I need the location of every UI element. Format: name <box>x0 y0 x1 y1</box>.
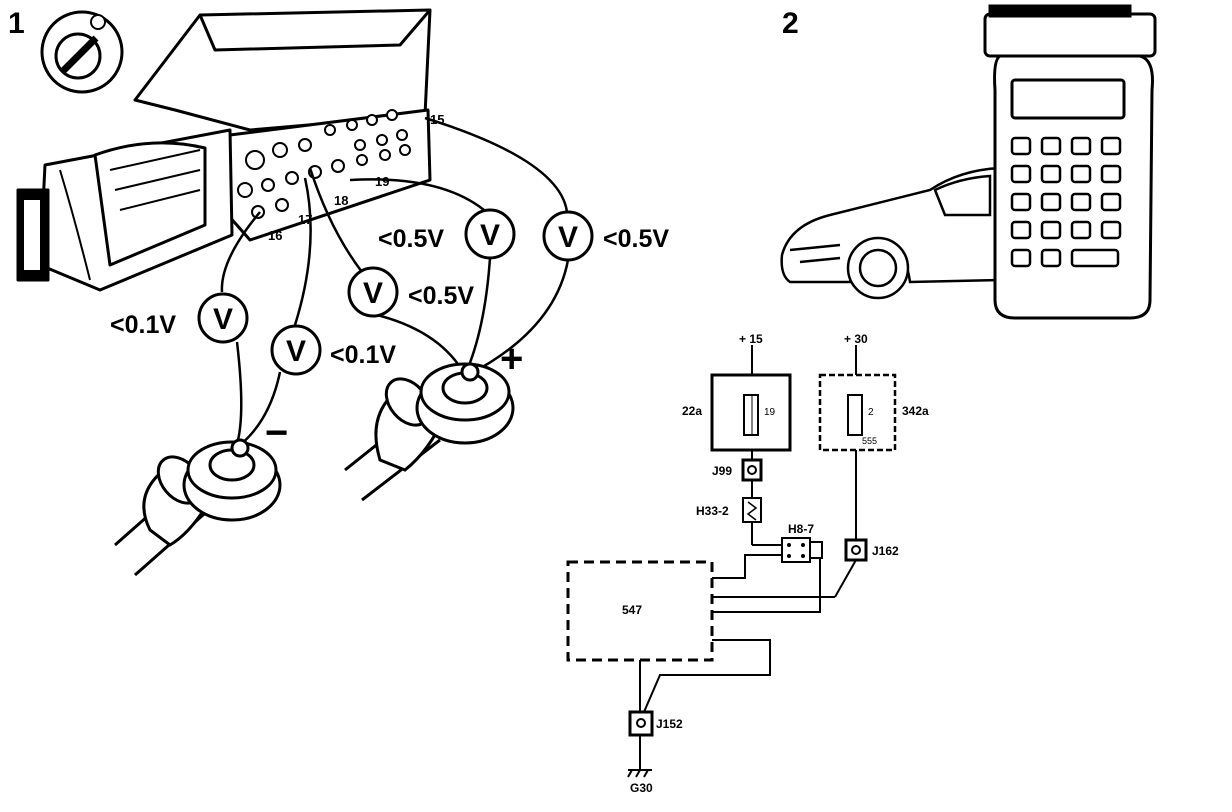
junction-j99 <box>741 458 763 482</box>
j152-label: J152 <box>656 717 683 731</box>
pin-18-label: 18 <box>334 193 348 208</box>
reading-3: <0.5V <box>408 282 474 310</box>
panel-1-number: 1 <box>8 7 25 40</box>
tester-keypad <box>1010 136 1122 268</box>
supply-30-label: + 30 <box>844 332 868 346</box>
voltmeter-5-symbol: V <box>558 221 578 254</box>
voltmeter-3-symbol: V <box>363 277 383 310</box>
pin-17-label: 17 <box>298 212 312 227</box>
voltmeter-2-symbol: V <box>286 335 306 368</box>
junction-j162 <box>844 538 868 562</box>
connector-h33-2 <box>742 497 762 523</box>
test-leads <box>220 116 570 446</box>
fuse-19-label: 19 <box>764 407 776 418</box>
ecu-547-label: 547 <box>622 603 642 617</box>
fuse-box-22a <box>710 373 792 452</box>
voltmeter-2: V <box>270 324 322 376</box>
reading-2: <0.1V <box>330 341 396 369</box>
reading-1: <0.1V <box>110 311 176 339</box>
voltmeter-1-symbol: V <box>213 303 233 336</box>
voltmeter-4-symbol: V <box>480 219 500 252</box>
negative-sign: − <box>265 411 288 455</box>
positive-sign: + <box>500 337 523 381</box>
box-22a-label: 22a <box>682 404 702 418</box>
voltmeter-3: V <box>347 266 399 318</box>
voltmeter-1: V <box>197 292 249 344</box>
pin-16-label: 16 <box>268 228 282 243</box>
reading-4: <0.5V <box>378 225 444 253</box>
j99-label: J99 <box>712 464 732 478</box>
diagnostic-tester <box>983 4 1157 320</box>
reading-5: <0.5V <box>603 225 669 253</box>
ground-g30-label: G30 <box>630 781 653 795</box>
fuse-box-342a <box>818 373 897 452</box>
j162-label: J162 <box>872 544 899 558</box>
voltmeter-5: V <box>542 210 594 262</box>
ground-symbol <box>627 769 652 778</box>
voltmeter-4: V <box>464 208 516 260</box>
junction-j152 <box>628 710 654 737</box>
ignition-key-icon <box>40 10 124 94</box>
supply-15-label: + 15 <box>739 332 763 346</box>
fuse-2-label: 2 <box>868 407 874 418</box>
box-342a-pin-label: 555 <box>862 436 877 446</box>
knock-sensor-negative <box>114 438 282 577</box>
connector-h8-7 <box>781 537 823 563</box>
connector-pin-cavities <box>237 109 411 219</box>
car-illustration <box>780 166 1002 300</box>
h8-label: H8-7 <box>788 522 814 536</box>
box-342a-label: 342a <box>902 404 929 418</box>
ecu-547-box <box>566 560 714 662</box>
h33-label: H33-2 <box>696 504 729 518</box>
knock-sensor-positive <box>344 362 515 502</box>
pin-19-label: 19 <box>375 174 389 189</box>
panel-2-number: 2 <box>782 7 799 40</box>
